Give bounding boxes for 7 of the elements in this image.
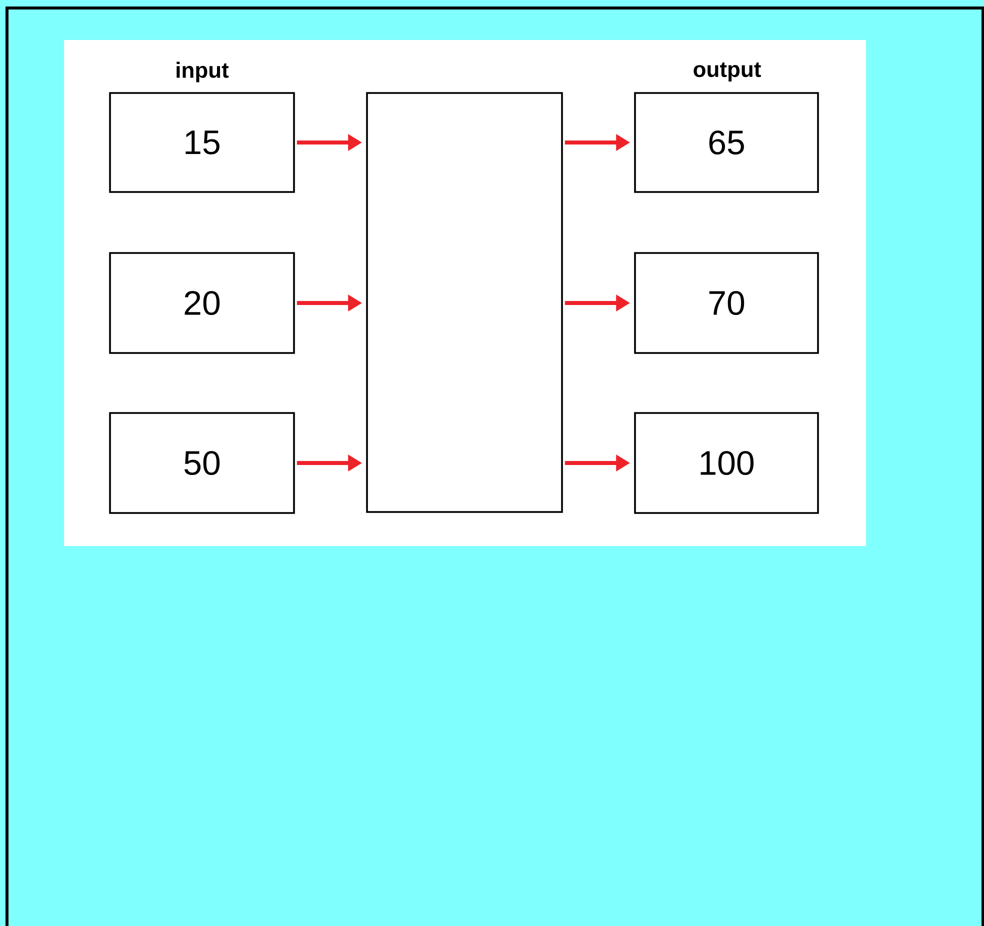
number-box: 65 <box>634 92 819 193</box>
process-box <box>366 92 563 513</box>
number-box: 50 <box>109 412 295 514</box>
number-box: 100 <box>634 412 819 514</box>
number-box: 20 <box>109 252 295 354</box>
number-box: 70 <box>634 252 819 354</box>
number-box: 15 <box>109 92 295 193</box>
